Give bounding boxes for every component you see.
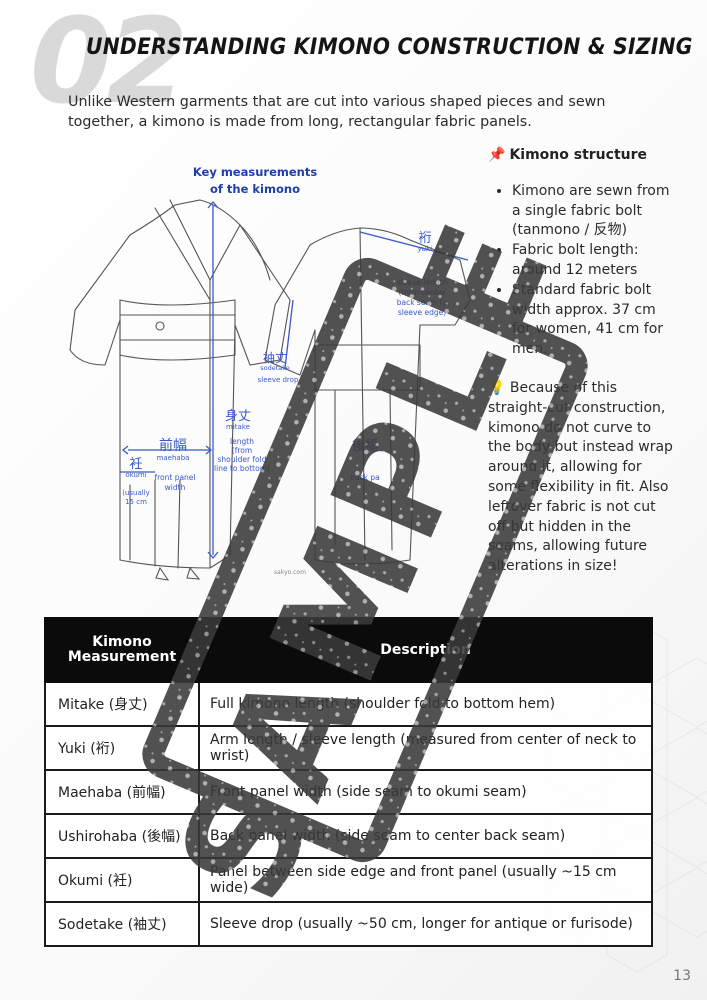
lightbulb-icon: 💡 <box>488 379 506 396</box>
list-item: Kimono are sewn from a single fabric bol… <box>512 182 678 241</box>
chapter-number: 02 <box>30 0 188 130</box>
column-header-description: Description <box>198 617 653 683</box>
page-title: UNDERSTANDING KIMONO CONSTRUCTION & SIZI… <box>86 34 693 60</box>
description-cell: Front panel width (side seam to okumi se… <box>198 769 653 815</box>
intro-paragraph: Unlike Western garments that are cut int… <box>68 94 606 130</box>
table-row: Sodetake (袖丈) Sleeve drop (usually ~50 c… <box>44 901 653 947</box>
sodetake-kanji-label: 袖丈 <box>263 350 287 365</box>
sodetake-label: sodetake <box>260 364 290 372</box>
list-item: Standard fabric bolt width approx. 37 cm… <box>512 281 678 360</box>
diagram-source: sakyo.com <box>274 569 306 576</box>
ushirohaba-kanji-label: 後幅 <box>352 439 378 454</box>
page-number: 13 <box>673 968 691 984</box>
kimono-measurement-diagram: Key measurements of the kimono <box>69 165 471 581</box>
yuki-label: yuki <box>417 245 433 253</box>
length-line1: length <box>230 437 254 446</box>
yuki-kanji-label: 裄 <box>418 231 431 246</box>
okumi-kanji-label: 衽 <box>129 457 142 472</box>
diagram-title-line2: of the kimono <box>210 182 300 196</box>
table-row: Ushirohaba (後幅) Back panel width (side s… <box>44 813 653 859</box>
column-header-measurement: Kimono Measurement <box>44 617 200 683</box>
maehaba-kanji-label: 前幅 <box>159 437 187 454</box>
description-cell: Back panel width (side seam to center ba… <box>198 813 653 859</box>
sleeve-length-line2: (from center <box>399 288 447 297</box>
construction-note: 💡 Because of this straight-cut construct… <box>488 379 673 575</box>
front-panel-line2: width <box>165 483 186 492</box>
description-cell: Sleeve drop (usually ~50 cm, longer for … <box>198 901 653 947</box>
measurement-cell: Maehaba (前幅) <box>44 769 200 815</box>
sleeve-drop-label: sleeve drop <box>258 376 299 384</box>
measurement-cell: Yuki (裄) <box>44 725 200 771</box>
sleeve-length-line4: sleeve edge) <box>398 308 446 317</box>
mitake-label: mitake <box>226 423 250 431</box>
pushpin-icon: 📌 <box>488 147 506 163</box>
kimono-structure-sidebar: 📌Kimono structure Kimono are sewn from a… <box>488 146 678 577</box>
table-row: Maehaba (前幅) Front panel width (side sea… <box>44 769 653 815</box>
description-cell: Panel between side edge and front panel … <box>198 857 653 903</box>
length-line3: shoulder fold <box>217 455 266 464</box>
description-cell: Arm length / sleeve length (measured fro… <box>198 725 653 771</box>
okumi-width-line1: (usually <box>122 489 150 497</box>
structure-bullet-list: Kimono are sewn from a single fabric bol… <box>488 182 678 360</box>
kimono-front-sketch <box>69 199 291 581</box>
length-line2: (from <box>232 446 252 455</box>
diagram-title-line1: Key measurements <box>193 165 318 179</box>
table-header-row: Kimono Measurement Description <box>44 617 653 683</box>
table-row: Yuki (裄) Arm length / sleeve length (mea… <box>44 725 653 771</box>
okumi-width-line2: 15 cm <box>125 498 147 506</box>
list-item: Fabric bolt length: around 12 meters <box>512 241 678 281</box>
table-row: Mitake (身丈) Full kimono length (shoulder… <box>44 681 653 727</box>
sleeve-length-line3: back seam to <box>397 298 448 307</box>
measurement-table: Kimono Measurement Description Mitake (身… <box>44 617 653 947</box>
okumi-label: okumi <box>125 471 146 479</box>
length-line4: line to bottom) <box>214 464 270 473</box>
measurement-cell: Okumi (衽) <box>44 857 200 903</box>
sleeve-length-line1: sleeve length <box>397 278 448 287</box>
sidebar-heading: 📌Kimono structure <box>488 147 648 163</box>
description-cell: Full kimono length (shoulder fold to bot… <box>198 681 653 727</box>
measurement-cell: Mitake (身丈) <box>44 681 200 727</box>
table-row: Okumi (衽) Panel between side edge and fr… <box>44 857 653 903</box>
front-panel-line1: front panel <box>154 473 195 482</box>
back-panel-label: back pa <box>350 473 380 482</box>
measurement-cell: Ushirohaba (後幅) <box>44 813 200 859</box>
measurement-cell: Sodetake (袖丈) <box>44 901 200 947</box>
mitake-kanji-label: 身丈 <box>225 408 251 424</box>
maehaba-label: maehaba <box>157 454 190 462</box>
